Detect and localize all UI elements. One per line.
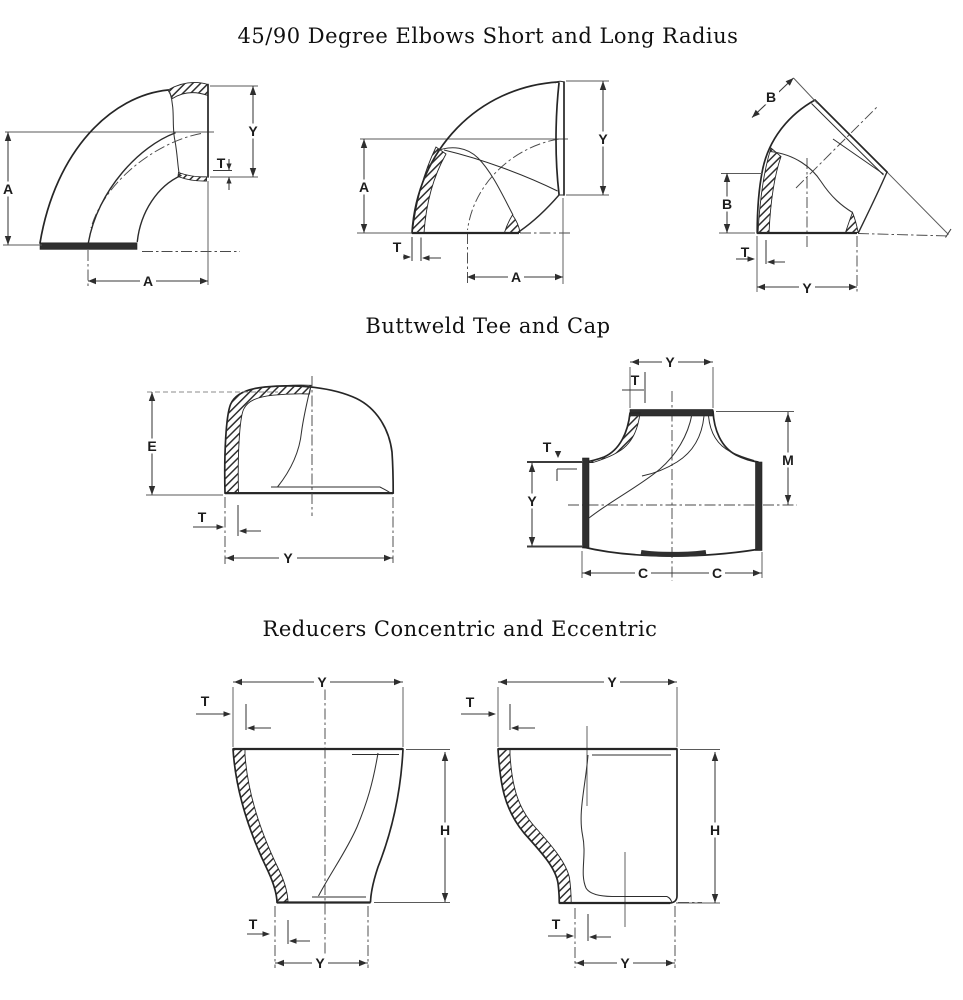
elbow-90-short-radius-drawing: A A Y T [356,80,611,285]
dim-label-y-top: Y [317,674,327,690]
dimensions: Y T H T Y [196,674,453,971]
cap-drawing: E T Y [144,376,395,566]
reducer-concentric-drawing: Y T H T Y [196,674,453,971]
elbow-45-drawing: B B T Y [719,77,952,296]
dim-label-y: Y [248,123,258,139]
outline [232,747,404,904]
dim-label-m: M [782,452,794,468]
dim-label-c-right: C [712,565,722,581]
section-title-tee-cap: Buttweld Tee and Cap [365,314,611,338]
outline [39,82,209,250]
dimensions: E T Y [144,392,394,566]
dim-label-b-top: B [766,89,776,105]
dim-label-y-top: Y [665,354,675,370]
dim-label-y: Y [598,131,608,147]
dim-label-t: T [198,509,207,525]
tee-drawing: Y T T Y M C C [524,354,797,581]
elbow-90-long-radius-drawing: A A Y T [0,82,261,289]
dimensions: Y T T Y M C C [524,354,796,581]
dim-label-t: T [393,239,402,255]
dim-label-y-bottom: Y [315,955,325,971]
dim-label-t-top: T [631,372,640,388]
dimensions: B B T Y [719,77,858,296]
dim-label-b-side: B [722,196,732,212]
dim-label-y: Y [283,550,293,566]
dimensions: A A Y T [0,85,261,289]
dim-label-y-top: Y [607,674,617,690]
outline [756,99,888,235]
dim-label-h: H [710,822,720,838]
centerlines [360,138,571,285]
dim-label-t-top: T [466,694,475,710]
dimensions: Y T H T Y [461,674,723,971]
outline [497,747,678,905]
centerlines [795,106,952,247]
dim-label-t-side: T [543,439,552,455]
dim-label-a-bottom: A [143,273,153,289]
dimensions: A A Y T [356,80,611,285]
dim-label-a-bottom: A [511,269,521,285]
outline [411,80,565,235]
dim-label-y-side: Y [527,493,537,509]
dim-label-e: E [147,438,156,454]
dim-label-a-side: A [359,179,369,195]
outline [582,409,763,557]
centerlines [5,131,240,288]
dim-label-h: H [440,822,450,838]
dim-label-t: T [741,244,750,260]
section-title-reducers: Reducers Concentric and Eccentric [262,617,658,641]
dim-label-t-bottom: T [249,916,258,932]
dim-label-y: Y [802,280,812,296]
dim-label-y-bottom: Y [620,955,630,971]
dim-label-t: T [217,155,226,171]
outline [147,376,395,516]
dim-label-a-side: A [3,181,13,197]
dim-label-t-bottom: T [552,916,561,932]
dim-label-c-left: C [638,565,648,581]
reducer-eccentric-drawing: Y T H T Y [461,674,723,971]
section-title-elbows: 45/90 Degree Elbows Short and Long Radiu… [237,24,739,48]
dim-label-t-top: T [201,693,210,709]
